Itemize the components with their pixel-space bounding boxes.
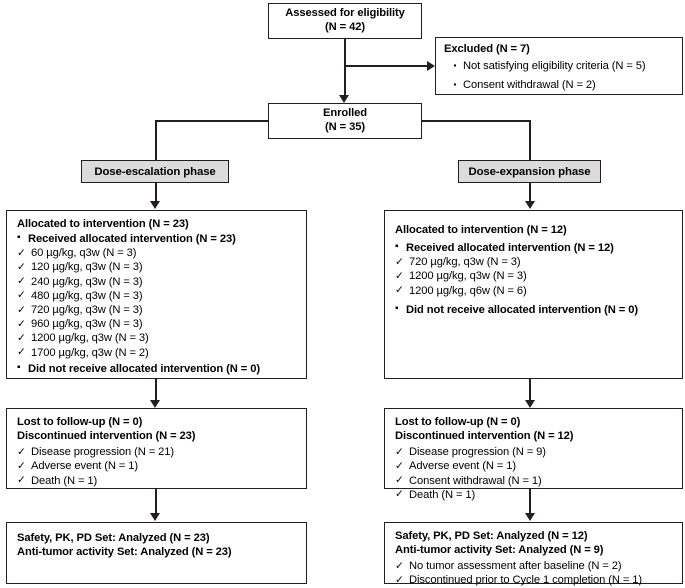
list-item: 240 µg/kg, q3w (N = 3): [17, 274, 297, 289]
arrow-escalation-allocated-to-followup: [150, 400, 161, 408]
arrow-to-excluded: [427, 61, 435, 72]
arrow-expansion-followup-to-analyzed: [524, 513, 535, 521]
expansion-analyzed-line1: Safety, PK, PD Set: Analyzed (N = 12): [395, 530, 588, 542]
escalation-not-received-list: Did not receive allocated intervention (…: [17, 361, 297, 377]
escalation-analyzed-box: Safety, PK, PD Set: Analyzed (N = 23) An…: [6, 522, 307, 584]
connector-enrolled-to-excluded: [344, 65, 433, 67]
list-item: 1200 µg/kg, q3w (N = 3): [395, 269, 673, 283]
list-item: No tumor assessment after baseline (N = …: [395, 559, 673, 573]
list-item: Received allocated intervention (N = 12): [395, 240, 673, 256]
arrow-expansion-to-allocated: [524, 201, 535, 209]
connector-expansion-followup-to-analyzed: [529, 489, 531, 518]
connector-drop-expansion: [529, 120, 531, 161]
list-item: Adverse event (N = 1): [17, 459, 297, 473]
assessed-line2: (N = 42): [325, 21, 365, 33]
escalation-discontinued: Discontinued intervention (N = 23): [17, 429, 196, 442]
list-item: 60 µg/kg, q3w (N = 3): [17, 246, 297, 260]
expansion-analyzed-line2: Anti-tumor activity Set: Analyzed (N = 9…: [395, 543, 604, 556]
phase-label-dose-escalation: Dose-escalation phase: [81, 160, 229, 183]
connector-expansion-allocated-to-followup: [529, 379, 531, 404]
list-item: Adverse event (N = 1): [395, 459, 673, 473]
excluded-box: Excluded (N = 7) Not satisfying eligibil…: [435, 37, 683, 95]
arrow-assessed-to-enrolled: [339, 95, 350, 103]
list-item: 120 µg/kg, q3w (N = 3): [17, 260, 297, 274]
arrow-escalation-to-allocated: [150, 201, 161, 209]
assessed-for-eligibility-box: Assessed for eligibility (N = 42): [268, 3, 422, 39]
list-item: 960 µg/kg, q3w (N = 3): [17, 317, 297, 331]
expansion-not-received-list: Did not receive allocated intervention (…: [395, 302, 673, 318]
expansion-discontinue-reason-list: Disease progression (N = 9) Adverse even…: [395, 445, 673, 502]
expansion-followup-box: Lost to follow-up (N = 0) Discontinued i…: [384, 408, 683, 502]
escalation-analyzed-line2: Anti-tumor activity Set: Analyzed (N = 2…: [17, 545, 232, 558]
connector-expansion-to-allocated: [529, 183, 531, 204]
escalation-followup-box: Lost to follow-up (N = 0) Discontinued i…: [6, 408, 307, 489]
list-item: 480 µg/kg, q3w (N = 3): [17, 288, 297, 303]
escalation-dose-list: 60 µg/kg, q3w (N = 3) 120 µg/kg, q3w (N …: [17, 246, 297, 360]
list-item: Disease progression (N = 9): [395, 445, 673, 459]
enrolled-box: Enrolled (N = 35): [268, 103, 422, 139]
phase-label-dose-expansion: Dose-expansion phase: [458, 160, 601, 183]
connector-enrolled-right: [421, 120, 531, 122]
escalation-analyzed-line1: Safety, PK, PD Set: Analyzed (N = 23): [17, 532, 210, 544]
expansion-allocated-box: Allocated to intervention (N = 12) Recei…: [384, 210, 683, 379]
list-item: Consent withdrawal (N = 1): [395, 473, 673, 488]
expansion-lost-followup: Lost to follow-up (N = 0): [395, 416, 521, 428]
escalation-allocated-box: Allocated to intervention (N = 23) Recei…: [6, 210, 307, 379]
list-item: Consent withdrawal (N = 2): [452, 75, 674, 95]
connector-drop-escalation: [155, 120, 157, 161]
list-item: Did not receive allocated intervention (…: [395, 302, 673, 318]
expansion-analyzed-box: Safety, PK, PD Set: Analyzed (N = 12) An…: [384, 522, 683, 588]
expansion-discontinued: Discontinued intervention (N = 12): [395, 429, 574, 442]
list-item: Disease progression (N = 21): [17, 445, 297, 459]
expansion-allocated-list: Received allocated intervention (N = 12): [395, 240, 673, 256]
list-item: Death (N = 1): [395, 487, 673, 502]
arrow-escalation-followup-to-analyzed: [150, 513, 161, 521]
list-item: Did not receive allocated intervention (…: [17, 361, 297, 377]
expansion-dose-list: 720 µg/kg, q3w (N = 3) 1200 µg/kg, q3w (…: [395, 255, 673, 298]
list-item: 1700 µg/kg, q3w (N = 2): [17, 345, 297, 360]
phase-expansion-label: Dose-expansion phase: [468, 165, 591, 178]
connector-assessed-to-enrolled: [344, 39, 346, 98]
phase-escalation-label: Dose-escalation phase: [94, 165, 216, 178]
list-item: 720 µg/kg, q3w (N = 3): [17, 302, 297, 317]
list-item: Received allocated intervention (N = 23): [17, 231, 297, 247]
excluded-reason-list: Not satisfying eligibility criteria (N =…: [452, 56, 674, 95]
escalation-allocated-heading: Allocated to intervention (N = 23): [17, 218, 189, 230]
expansion-allocated-heading: Allocated to intervention (N = 12): [395, 224, 567, 236]
list-item: Death (N = 1): [17, 473, 297, 488]
list-item: 1200 µg/kg, q6w (N = 6): [395, 283, 673, 298]
list-item: 720 µg/kg, q3w (N = 3): [395, 255, 673, 269]
list-item: 1200 µg/kg, q3w (N = 3): [17, 331, 297, 345]
escalation-lost-followup: Lost to follow-up (N = 0): [17, 416, 143, 428]
enrolled-line1: Enrolled: [323, 107, 367, 120]
assessed-line1: Assessed for eligibility: [285, 7, 405, 20]
connector-enrolled-left: [155, 120, 269, 122]
expansion-analyzed-exclusion-list: No tumor assessment after baseline (N = …: [395, 559, 673, 588]
excluded-heading: Excluded (N = 7): [444, 43, 530, 55]
connector-escalation-to-allocated: [155, 183, 157, 204]
enrolled-line2: (N = 35): [325, 121, 365, 133]
arrow-expansion-allocated-to-followup: [524, 400, 535, 408]
escalation-discontinue-reason-list: Disease progression (N = 21) Adverse eve…: [17, 445, 297, 488]
escalation-allocated-list: Received allocated intervention (N = 23): [17, 231, 297, 247]
connector-escalation-followup-to-analyzed: [155, 489, 157, 518]
list-item: Not satisfying eligibility criteria (N =…: [452, 56, 674, 76]
list-item: Discontinued prior to Cycle 1 completion…: [395, 573, 673, 587]
connector-escalation-allocated-to-followup: [155, 379, 157, 404]
